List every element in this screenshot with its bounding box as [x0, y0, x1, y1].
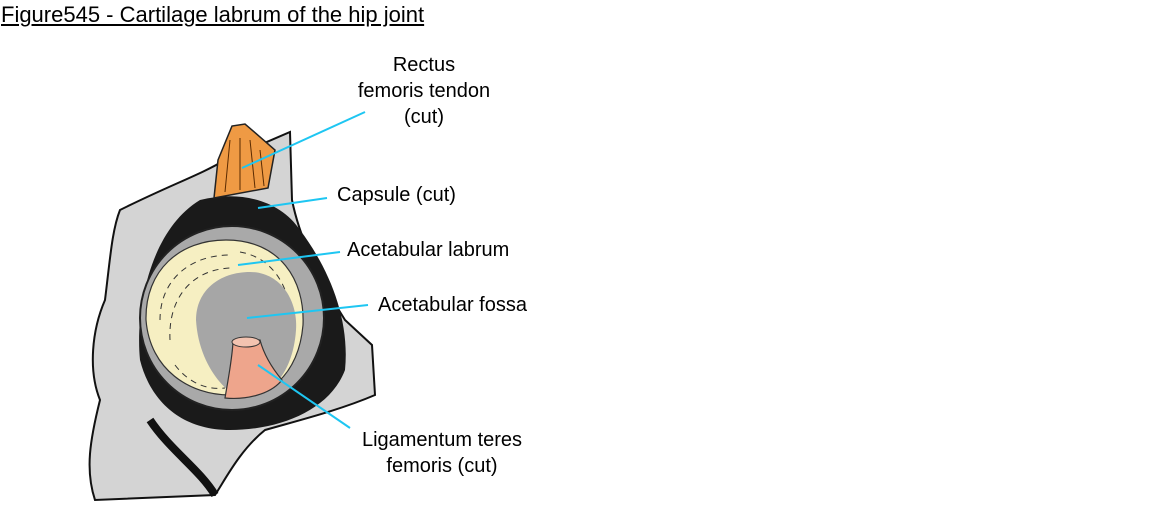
label-capsule: Capsule (cut) [337, 184, 456, 206]
label-ligamentum-teres: Ligamentum teres femoris (cut) [362, 427, 522, 479]
label-line: Ligamentum teres [361, 429, 523, 451]
rectus-femoris-tendon [213, 123, 276, 199]
label-acetabular-fossa: Acetabular fossa [378, 294, 527, 316]
label-line: femoris tendon [357, 80, 491, 102]
leader-capsule [257, 197, 328, 209]
label-line: (cut) [403, 106, 444, 128]
figure-title: Figure545 - Cartilage labrum of the hip … [1, 2, 425, 27]
leader-fossa [246, 304, 369, 319]
label-line: Rectus [392, 54, 456, 76]
acetabular-fossa [196, 272, 297, 392]
leader-rectus [241, 111, 366, 169]
leader-lines [237, 111, 369, 429]
label-acetabular-labrum: Acetabular labrum [347, 239, 510, 261]
ligamentum-teres [224, 339, 283, 400]
label-rectus-femoris: Rectus femoris tendon (cut) [358, 52, 490, 130]
leader-ligament [257, 364, 351, 429]
label-line: femoris (cut) [386, 455, 498, 477]
leader-labrum [237, 251, 341, 266]
